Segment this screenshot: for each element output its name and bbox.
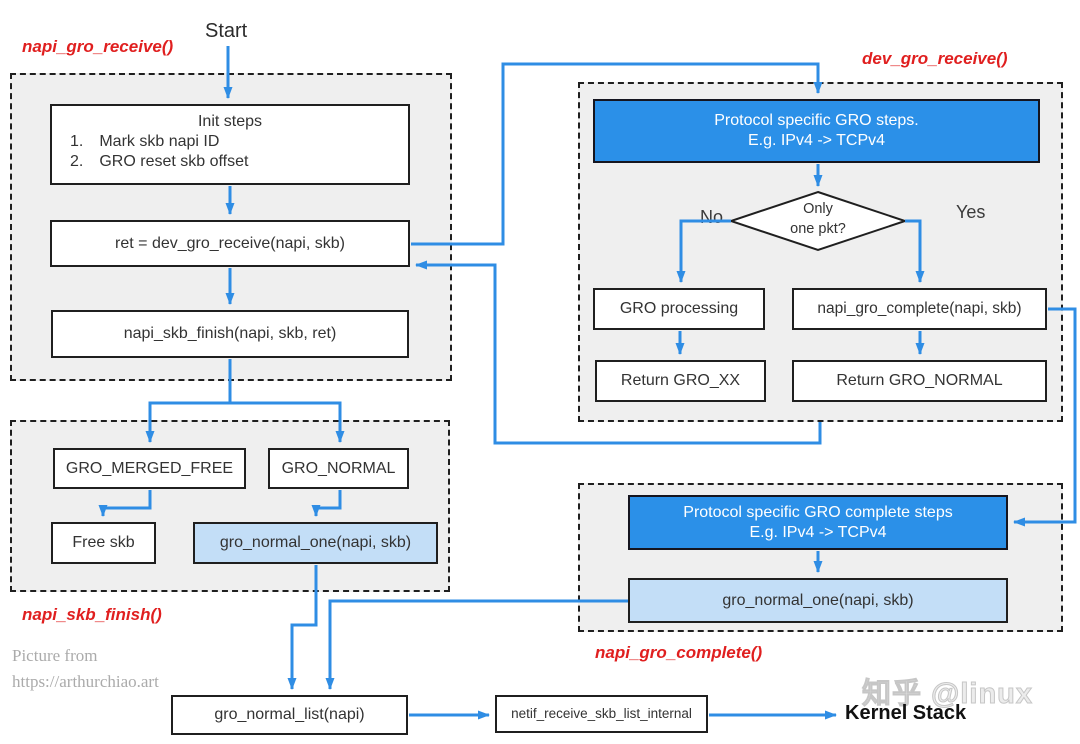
node-gro-normal-list: gro_normal_list(napi) bbox=[171, 695, 408, 735]
proto-gro-steps-line2: E.g. IPv4 -> TCPv4 bbox=[747, 132, 886, 149]
start-label: Start bbox=[205, 20, 248, 42]
region-napi-skb-finish bbox=[10, 420, 450, 592]
branch-yes-label: Yes bbox=[956, 202, 986, 222]
proto-gro-complete-line2: E.g. IPv4 -> TCPv4 bbox=[749, 523, 887, 541]
decision-line1: Only bbox=[803, 201, 833, 217]
proto-gro-complete-line1: Protocol specific GRO complete steps bbox=[683, 503, 953, 521]
node-gro-normal: GRO_NORMAL bbox=[268, 448, 409, 489]
node-gro-processing: GRO processing bbox=[593, 288, 765, 330]
node-ret-dev-gro-receive: ret = dev_gro_receive(napi, skb) bbox=[50, 220, 410, 267]
credit-line2: https://arthurchiao.art bbox=[12, 672, 159, 692]
node-napi-gro-complete: napi_gro_complete(napi, skb) bbox=[792, 288, 1047, 330]
label-napi-gro-receive: napi_gro_receive() bbox=[22, 37, 174, 56]
init-step-2-text: GRO reset skb offset bbox=[99, 153, 249, 170]
node-return-gro-normal: Return GRO_NORMAL bbox=[792, 360, 1047, 402]
node-init-steps: Init steps 1. Mark skb napi ID 2. GRO re… bbox=[50, 104, 410, 185]
init-step-1-text: Mark skb napi ID bbox=[99, 133, 220, 150]
node-gro-normal-one-left: gro_normal_one(napi, skb) bbox=[193, 522, 438, 564]
node-gro-merged-free: GRO_MERGED_FREE bbox=[53, 448, 246, 489]
zhihu-watermark: 知乎 @linux bbox=[861, 678, 1034, 711]
node-free-skb: Free skb bbox=[51, 522, 156, 564]
init-step-1-num: 1. bbox=[70, 133, 84, 150]
init-step-2-num: 2. bbox=[70, 153, 84, 170]
node-gro-normal-one-right: gro_normal_one(napi, skb) bbox=[628, 578, 1008, 623]
node-napi-skb-finish: napi_skb_finish(napi, skb, ret) bbox=[51, 310, 409, 358]
decision-line2: one pkt? bbox=[790, 220, 846, 237]
label-dev-gro-receive: dev_gro_receive() bbox=[862, 49, 1008, 68]
label-napi-skb-finish: napi_skb_finish() bbox=[22, 605, 162, 624]
proto-gro-steps-line1: Protocol specific GRO steps. bbox=[714, 112, 919, 129]
decision-only-one-pkt: Only one pkt? bbox=[744, 200, 892, 239]
credit-line1: Picture from bbox=[12, 646, 98, 665]
label-napi-gro-complete: napi_gro_complete() bbox=[595, 643, 763, 662]
init-steps-title: Init steps bbox=[197, 113, 263, 130]
picture-credit: Picture from https://arthurchiao.art bbox=[12, 643, 159, 696]
node-return-gro-xx: Return GRO_XX bbox=[595, 360, 766, 402]
node-netif-receive-skb-list-internal: netif_receive_skb_list_internal bbox=[495, 695, 708, 733]
init-step-1: 1. Mark skb napi ID bbox=[52, 132, 408, 152]
branch-no-label: No bbox=[700, 207, 724, 227]
init-step-2: 2. GRO reset skb offset bbox=[52, 152, 408, 172]
kernel-stack-label: Kernel Stack bbox=[845, 702, 967, 724]
node-proto-gro-steps: Protocol specific GRO steps. E.g. IPv4 -… bbox=[593, 99, 1040, 163]
node-proto-gro-complete: Protocol specific GRO complete steps E.g… bbox=[628, 495, 1008, 550]
